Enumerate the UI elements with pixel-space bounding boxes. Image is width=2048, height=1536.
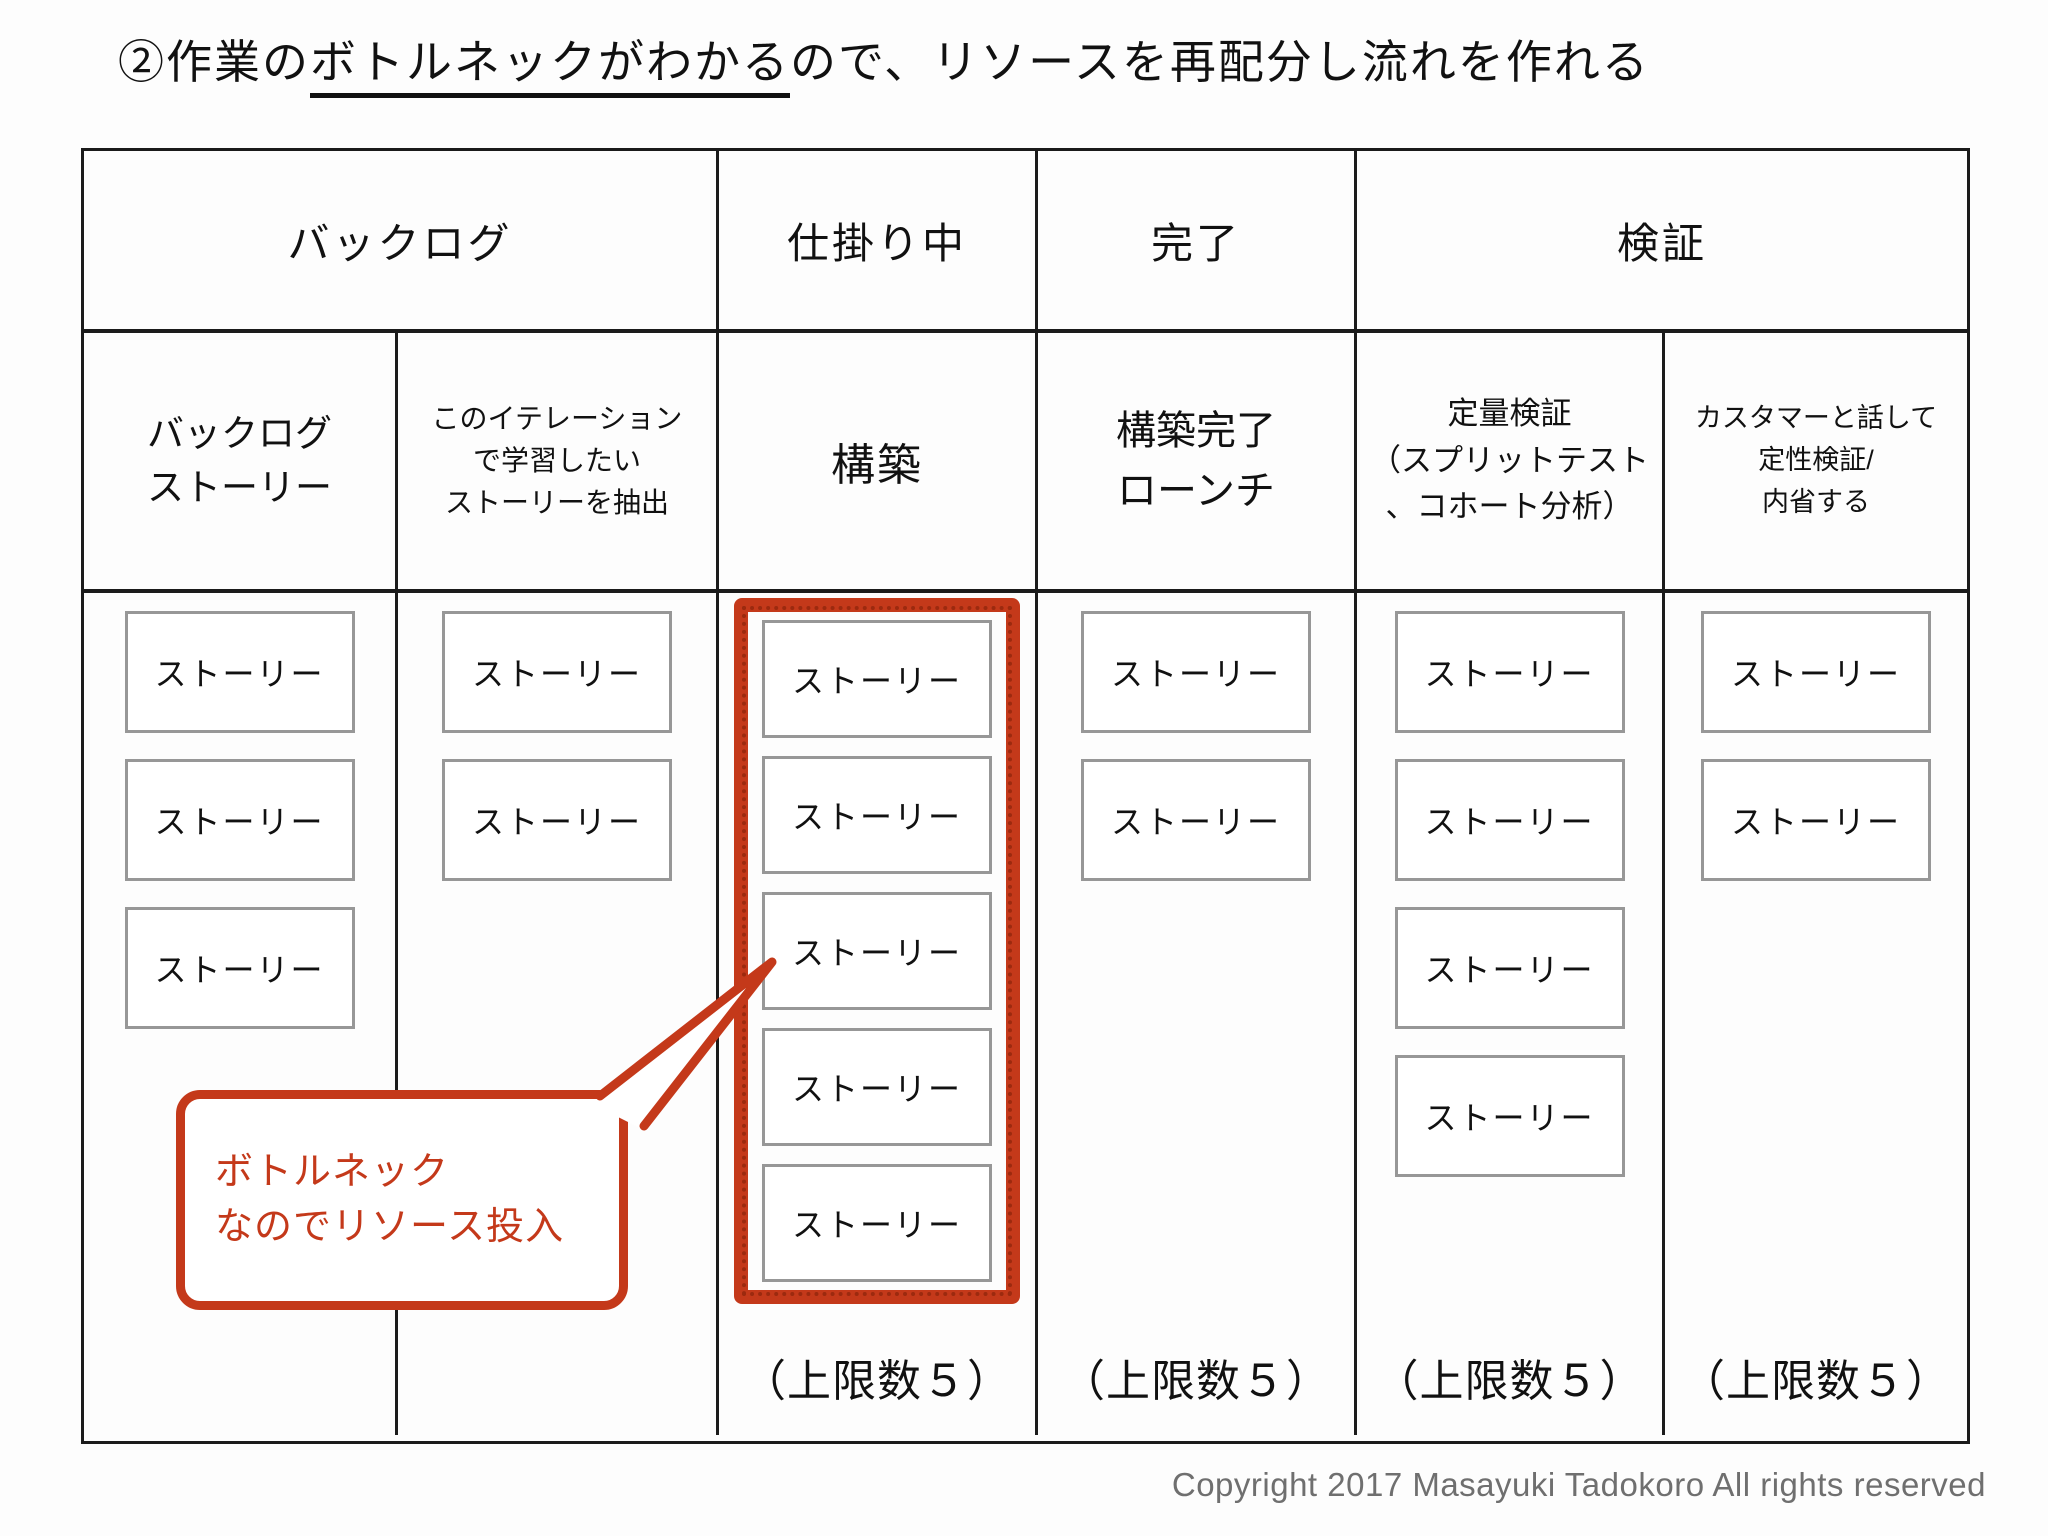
story-card: ストーリー: [1701, 759, 1931, 881]
subheader-backlog-story: バックログ ストーリー: [84, 333, 398, 589]
story-card: ストーリー: [124, 611, 355, 733]
story-card-label: ストーリー: [791, 663, 962, 699]
bottleneck-callout: ボトルネック なのでリソース投入: [176, 1090, 628, 1310]
story-card-label: ストーリー: [791, 1071, 962, 1107]
board-top-header-row: バックログ 仕掛り中 完了 検証: [84, 151, 1967, 333]
story-card: ストーリー: [1081, 611, 1311, 733]
story-card-label: ストーリー: [1424, 656, 1595, 692]
story-card: ストーリー: [1394, 907, 1625, 1029]
story-card-label: ストーリー: [154, 952, 325, 988]
header-verification: 検証: [1616, 219, 1707, 267]
header-backlog: バックログ: [84, 151, 719, 329]
story-card: ストーリー: [1394, 759, 1625, 881]
board-content-row: ストーリーストーリーストーリー ストーリーストーリー ストーリーストーリーストー…: [84, 593, 1967, 1435]
subheader-build: 構築: [719, 333, 1038, 589]
column-cell-build-done-launch: ストーリーストーリー （上限数５）: [1038, 593, 1357, 1435]
story-card-label: ストーリー: [791, 1207, 962, 1243]
story-card-label: ストーリー: [791, 799, 962, 835]
wip-limit-build: （上限数５）: [742, 1357, 1012, 1406]
story-card: ストーリー: [1701, 611, 1931, 733]
story-card: ストーリー: [442, 611, 672, 733]
board-sub-header-row: バックログ ストーリー このイテレーション で学習したい ストーリーを抽出 構築…: [84, 333, 1967, 593]
story-card-label: ストーリー: [154, 656, 325, 692]
story-card: ストーリー: [1394, 611, 1625, 733]
story-card-label: ストーリー: [471, 656, 642, 692]
column-cell-build: ストーリーストーリーストーリーストーリーストーリー （上限数５）: [719, 593, 1038, 1435]
bottleneck-highlight-frame: ストーリーストーリーストーリーストーリーストーリー: [734, 598, 1020, 1304]
card-stack-backlog-story: ストーリーストーリーストーリー: [84, 593, 395, 1029]
copyright-text: Copyright 2017 Masayuki Tadokoro All rig…: [1171, 1466, 1986, 1503]
story-card: ストーリー: [762, 620, 992, 738]
card-stack-iteration-extract: ストーリーストーリー: [398, 593, 716, 881]
wip-limit-build-done-launch: （上限数５）: [1061, 1357, 1331, 1406]
card-stack-quantitative: ストーリーストーリーストーリーストーリー: [1357, 593, 1662, 1177]
title-suffix: ので、リソースを再配分し流れを作れる: [790, 36, 1650, 88]
story-card: ストーリー: [762, 892, 992, 1010]
story-card-label: ストーリー: [1424, 1100, 1595, 1136]
story-card-label: ストーリー: [1730, 804, 1901, 840]
story-card-label: ストーリー: [791, 935, 962, 971]
story-card: ストーリー: [1081, 759, 1311, 881]
card-stack-build: ストーリーストーリーストーリーストーリーストーリー: [748, 620, 1006, 1282]
page-title: ②作業のボトルネックがわかるので、リソースを再配分し流れを作れる: [118, 26, 1650, 98]
story-card-label: ストーリー: [1424, 952, 1595, 988]
subheader-qualitative: カスタマーと話して 定性検証/ 内省する: [1694, 403, 1938, 517]
header-in-progress: 仕掛り中: [719, 151, 1038, 329]
story-card-label: ストーリー: [471, 804, 642, 840]
column-cell-backlog-story: ストーリーストーリーストーリー: [84, 593, 398, 1435]
story-card: ストーリー: [762, 1164, 992, 1282]
card-stack-qualitative: ストーリーストーリー: [1665, 593, 1967, 881]
story-card: ストーリー: [762, 756, 992, 874]
title-underlined-text: ボトルネックがわかる: [310, 36, 790, 98]
subheader-quantitative: 定量検証 （スプリットテスト 、コホート分析）: [1357, 333, 1665, 589]
story-card-label: ストーリー: [1110, 804, 1281, 840]
wip-limit-quantitative: （上限数５）: [1374, 1357, 1645, 1406]
card-stack-build-done-launch: ストーリーストーリー: [1038, 593, 1354, 881]
story-card: ストーリー: [1394, 1055, 1625, 1177]
story-card-label: ストーリー: [1730, 656, 1901, 692]
story-card: ストーリー: [762, 1028, 992, 1146]
column-cell-qualitative: ストーリーストーリー （上限数５）: [1665, 593, 1967, 1435]
story-card: ストーリー: [442, 759, 672, 881]
wip-limit-qualitative: （上限数５）: [1681, 1357, 1951, 1406]
column-cell-quantitative: ストーリーストーリーストーリーストーリー （上限数５）: [1357, 593, 1665, 1435]
header-done: 完了: [1038, 151, 1357, 329]
title-prefix: ②作業の: [118, 36, 310, 88]
bottleneck-callout-text: ボトルネック なのでリソース投入: [215, 1150, 565, 1248]
subheader-iteration-extract: このイテレーション で学習したい ストーリーを抽出: [398, 333, 719, 589]
story-card: ストーリー: [124, 907, 355, 1029]
story-card: ストーリー: [124, 759, 355, 881]
subheader-build-done-launch: 構築完了 ローンチ: [1038, 333, 1357, 589]
story-card-label: ストーリー: [154, 804, 325, 840]
story-card-label: ストーリー: [1424, 804, 1595, 840]
story-card-label: ストーリー: [1110, 656, 1281, 692]
